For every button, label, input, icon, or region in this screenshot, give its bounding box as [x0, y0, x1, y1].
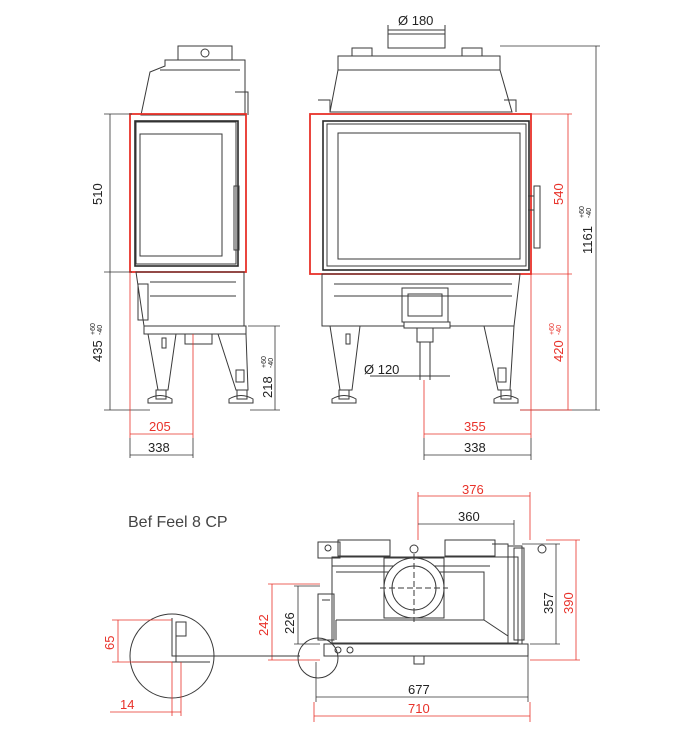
dim-218-tol-minus: -40 [268, 358, 275, 368]
dim-1161-tol-plus: +60 [579, 206, 586, 218]
dim-420: 420 [551, 340, 566, 362]
dim-226: 226 [282, 612, 297, 634]
dim-1161: 1161 [580, 226, 595, 254]
dim-510: 510 [90, 183, 105, 205]
dim-1161-tol-minus: -40 [586, 208, 593, 218]
dim-435-tol-minus: -40 [97, 325, 104, 335]
top-view: 376 360 357 [210, 482, 580, 722]
dim-435: 435 [90, 340, 105, 362]
dim-218: 218 [260, 376, 275, 398]
dim-338-front: 338 [464, 440, 486, 455]
dim-218-tol-plus: +60 [261, 356, 268, 368]
dim-357: 357 [541, 592, 556, 614]
dim-435-tol-plus: +60 [90, 323, 97, 335]
dim-360: 360 [458, 509, 480, 524]
dim-355: 355 [464, 419, 486, 434]
front-view: Ø 180 Ø 120 [309, 13, 600, 460]
dim-420-tol-minus: -40 [556, 325, 563, 335]
dim-14: 14 [120, 697, 134, 712]
dim-390: 390 [561, 592, 576, 614]
dim-540: 540 [551, 183, 566, 205]
side-view: 510 435 +60 -40 218 +60 -40 205 338 [90, 45, 280, 458]
dim-376: 376 [462, 482, 484, 497]
dim-242: 242 [256, 614, 271, 636]
dim-flue-diameter: Ø 180 [398, 13, 433, 28]
corner-detail: 65 14 [102, 613, 215, 716]
dim-710: 710 [408, 701, 430, 716]
dim-677: 677 [408, 682, 430, 697]
dim-338-side: 338 [148, 440, 170, 455]
product-title: Bef Feel 8 CP [128, 514, 228, 531]
dim-65: 65 [102, 636, 117, 650]
dim-air-inlet-diameter: Ø 120 [364, 362, 399, 377]
dim-205: 205 [149, 419, 171, 434]
dim-420-tol-plus: +60 [549, 323, 556, 335]
